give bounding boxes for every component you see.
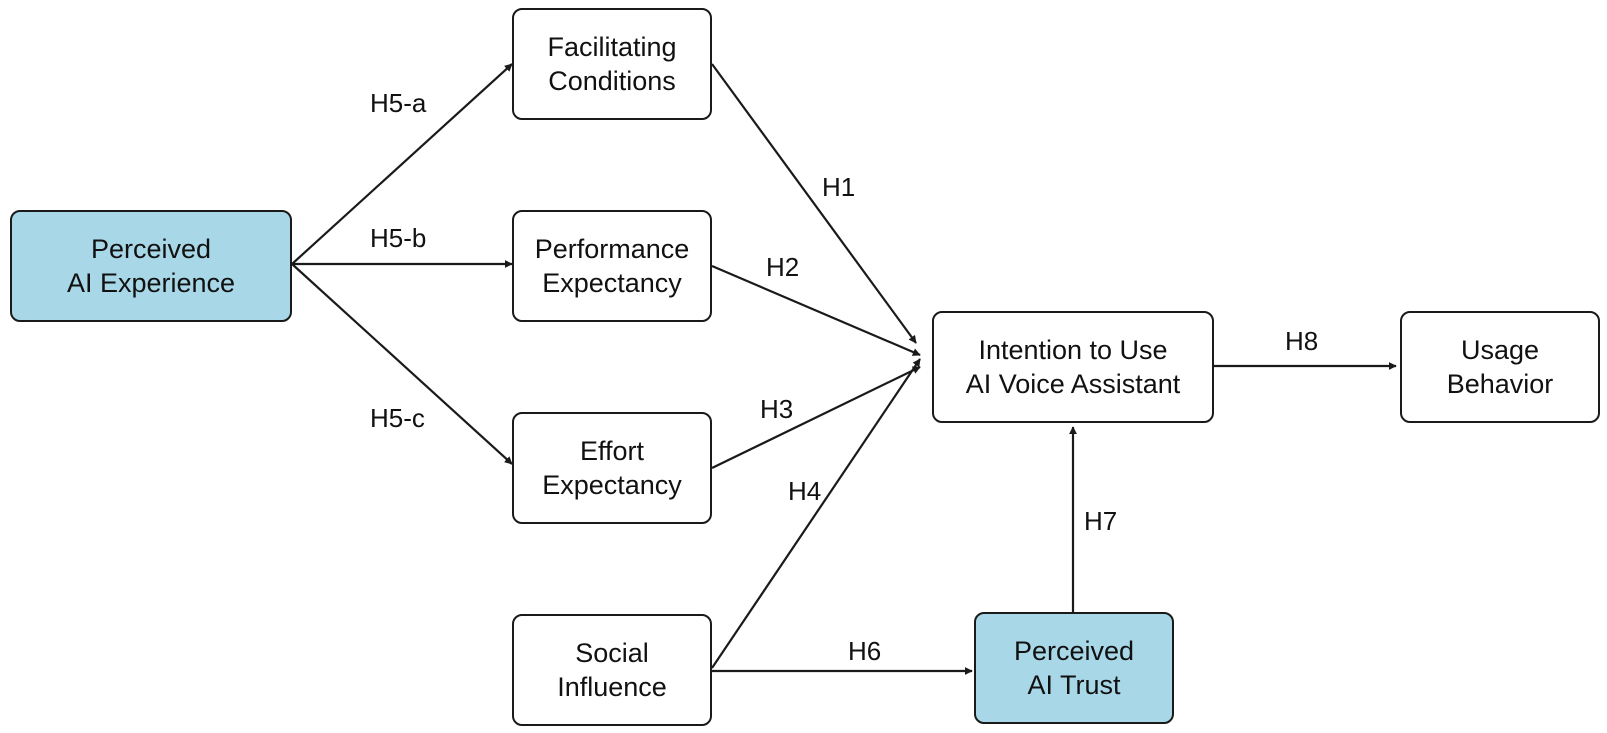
edge-h5c [291, 263, 513, 465]
node-facilitating-conditions: Facilitating Conditions [512, 8, 712, 120]
edge-label-h5b: H5-b [370, 223, 427, 253]
node-perceived-ai-experience-line1: Perceived [90, 234, 212, 264]
edge-label-h5a: H5-a [370, 88, 427, 118]
node-social-influence: Social Influence [512, 614, 712, 726]
node-effort-expectancy-line2: Expectancy [542, 470, 682, 500]
node-facilitating-conditions-line2: Conditions [548, 66, 676, 96]
node-social-influence-line2: Influence [557, 672, 667, 702]
node-perceived-ai-trust: Perceived AI Trust [974, 612, 1174, 724]
node-effort-expectancy: Effort Expectancy [512, 412, 712, 524]
edge-h4 [711, 358, 921, 669]
node-intention-to-use-line2: AI Voice Assistant [965, 369, 1181, 399]
edge-label-h3: H3 [760, 394, 794, 424]
node-usage-behavior: Usage Behavior [1400, 311, 1600, 423]
node-perceived-ai-experience: Perceived AI Experience [10, 210, 292, 322]
edge-h5a [291, 63, 513, 265]
node-intention-to-use-line1: Intention to Use [978, 335, 1168, 365]
edge-label-h6: H6 [848, 636, 882, 666]
node-effort-expectancy-line1: Effort [579, 436, 645, 466]
node-facilitating-conditions-line1: Facilitating [547, 32, 677, 62]
edge-h2 [711, 264, 921, 357]
node-intention-to-use: Intention to Use AI Voice Assistant [932, 311, 1214, 423]
node-performance-expectancy-line2: Expectancy [542, 268, 682, 298]
edge-h3 [711, 366, 921, 469]
node-social-influence-line1: Social [575, 638, 649, 668]
node-perceived-ai-experience-line2: AI Experience [66, 268, 236, 298]
edge-label-h5c: H5-c [370, 403, 425, 433]
node-performance-expectancy: Performance Expectancy [512, 210, 712, 322]
edge-label-h2: H2 [766, 252, 800, 282]
edge-label-h7: H7 [1084, 506, 1118, 536]
edge-label-h4: H4 [788, 476, 822, 506]
edge-label-h1: H1 [822, 172, 856, 202]
edge-label-h8: H8 [1285, 326, 1319, 356]
node-perceived-ai-trust-line2: AI Trust [1027, 670, 1121, 700]
edge-h1 [711, 63, 917, 344]
node-usage-behavior-line2: Behavior [1446, 369, 1554, 399]
node-usage-behavior-line1: Usage [1460, 335, 1540, 365]
node-performance-expectancy-line1: Performance [534, 234, 690, 264]
node-perceived-ai-trust-line1: Perceived [1013, 636, 1135, 666]
